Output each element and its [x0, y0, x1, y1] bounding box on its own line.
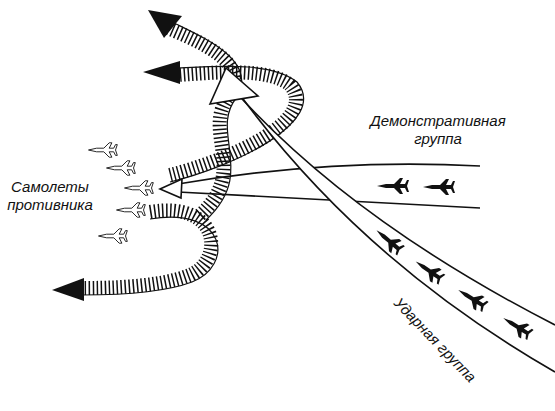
enemy-label: Самолеты противника [4, 178, 96, 214]
enemy-jet [89, 143, 154, 243]
group-label: Демонстративная группа [362, 112, 514, 148]
enemy-arrowhead [52, 10, 182, 301]
strike-band [232, 88, 555, 372]
strike-jet [371, 224, 534, 342]
strike-arrowhead [210, 68, 258, 104]
strike-band-fill [232, 88, 555, 372]
demonstrative-jet [377, 178, 455, 195]
demonstrative-arrowhead [160, 179, 182, 198]
enemy-manoeuvre-edge [82, 22, 304, 295]
